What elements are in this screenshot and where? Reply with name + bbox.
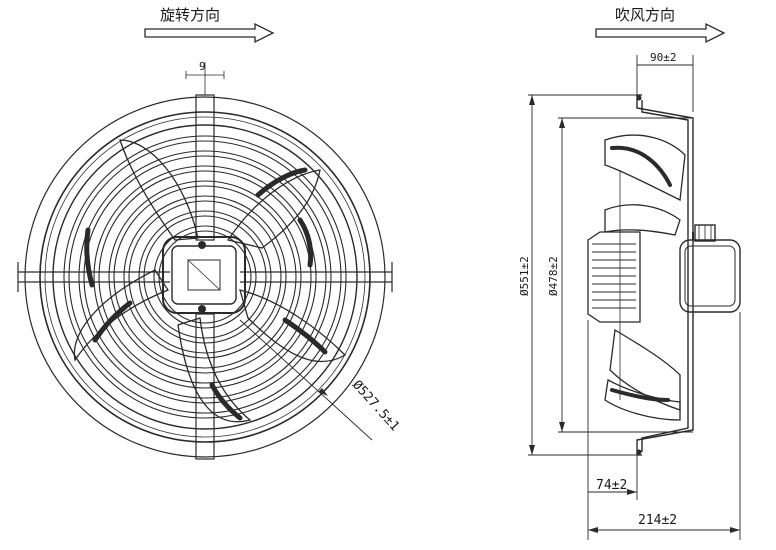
mount-diameter-leader xyxy=(239,319,373,441)
inner-diameter-dimension: Ø478±2 xyxy=(547,256,560,296)
side-motor xyxy=(679,224,741,313)
motor-hub xyxy=(162,236,246,314)
offset-bottom-dimline xyxy=(587,320,638,540)
housing-frame xyxy=(636,94,694,456)
depth-top-dimension: 90±2 xyxy=(650,51,677,64)
airflow-direction-arrow xyxy=(595,22,726,44)
outer-diameter-dimline xyxy=(528,94,637,456)
rotation-direction-label: 旋转方向 xyxy=(160,6,220,24)
mount-circle-dimension: Ø527.5±1 xyxy=(349,378,402,435)
slot-width-dimension: 9 xyxy=(199,60,206,73)
total-depth-dimension: 214±2 xyxy=(638,513,677,528)
outer-ring xyxy=(24,96,386,458)
fan-blades xyxy=(73,139,347,423)
blade-profile xyxy=(604,134,686,421)
airflow-direction-label: 吹风方向 xyxy=(615,6,675,24)
mount-ring xyxy=(39,111,371,443)
depth-top-dimline xyxy=(636,55,694,112)
total-depth-dimline xyxy=(588,312,741,540)
side-view: 吹风方向 90±2 xyxy=(518,6,741,540)
front-view: 旋转方向 xyxy=(17,6,402,460)
rotation-direction-arrow xyxy=(144,22,275,44)
offset-bottom-dimension: 74±2 xyxy=(596,478,627,493)
inner-diameter-dimline xyxy=(558,117,693,433)
outer-diameter-dimension: Ø551±2 xyxy=(518,256,531,296)
rotor-fins xyxy=(587,231,641,323)
guard-grill xyxy=(63,135,347,419)
support-struts xyxy=(17,62,393,460)
